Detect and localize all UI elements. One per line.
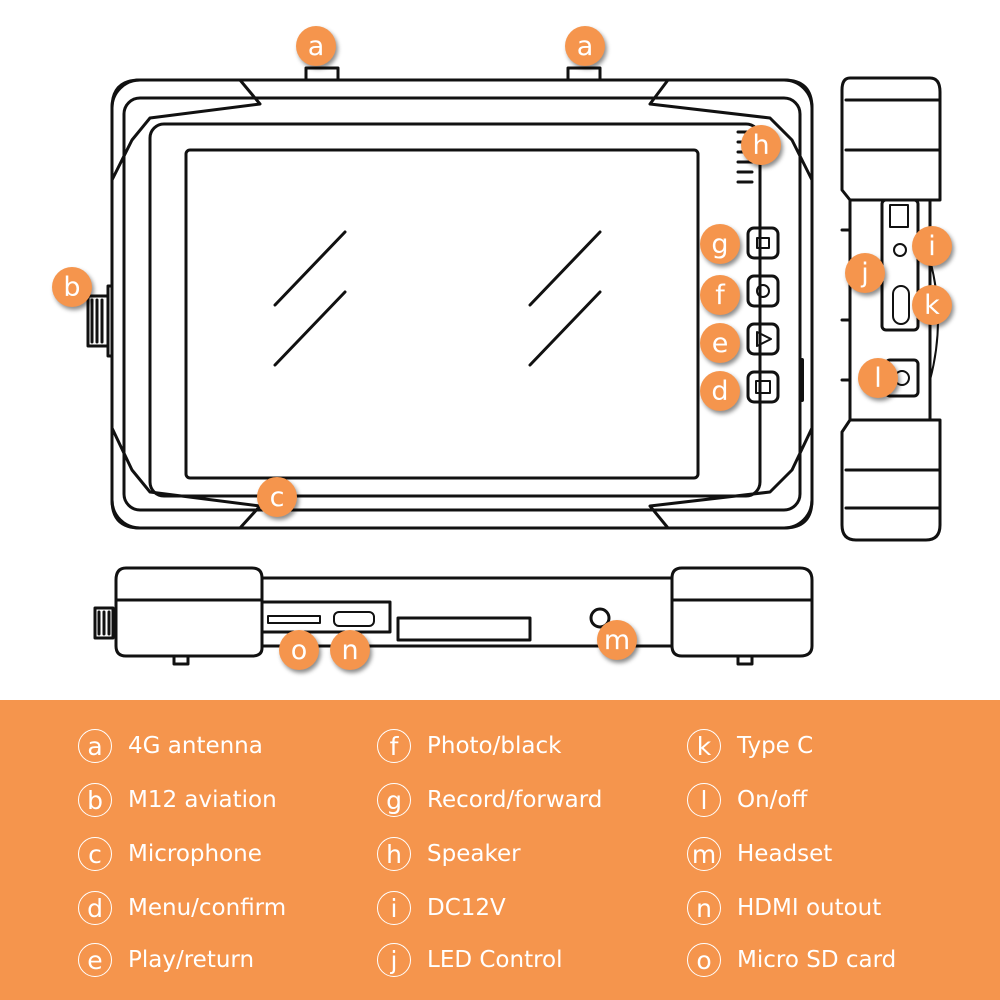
legend-letter: o xyxy=(687,943,721,977)
legend-item-o: o Micro SD card xyxy=(687,940,896,980)
legend-label: DC12V xyxy=(427,895,506,921)
callout-l: l xyxy=(858,358,898,398)
legend-letter: b xyxy=(78,783,112,817)
legend-label: On/off xyxy=(737,787,808,813)
callout-f: f xyxy=(700,275,740,315)
legend-item-c: c Microphone xyxy=(78,834,262,874)
legend-label: M12 aviation xyxy=(128,787,277,813)
legend-label: Menu/confirm xyxy=(128,895,287,921)
legend-label: Micro SD card xyxy=(737,947,897,973)
legend-label: Record/forward xyxy=(427,787,603,813)
legend-label: Speaker xyxy=(427,841,521,867)
legend-label: Play/return xyxy=(128,947,255,973)
callout-e: e xyxy=(700,323,740,363)
legend-item-n: n HDMI outout xyxy=(687,888,881,928)
legend-item-b: b M12 aviation xyxy=(78,780,277,820)
callout-k: k xyxy=(912,285,952,325)
legend-item-m: m Headset xyxy=(687,834,832,874)
callout-m: m xyxy=(597,620,637,660)
device-diagram: a a b c d e f g h i j k l m n o xyxy=(52,26,952,670)
legend-letter: k xyxy=(687,729,721,763)
legend-letter: d xyxy=(78,891,112,925)
callout-h: h xyxy=(741,125,781,165)
legend-item-h: h Speaker xyxy=(377,834,521,874)
legend-letter: j xyxy=(377,943,411,977)
legend-label: Microphone xyxy=(128,841,262,867)
legend-letter: f xyxy=(377,729,411,763)
callout-g: g xyxy=(700,224,740,264)
callout-a-left: a xyxy=(296,26,336,66)
legend-label: HDMI outout xyxy=(737,895,882,921)
callout-n: n xyxy=(330,630,370,670)
legend-item-j: j LED Control xyxy=(377,940,563,980)
legend-letter: e xyxy=(78,943,112,977)
legend-item-k: k Type C xyxy=(687,726,813,766)
legend-label: Headset xyxy=(737,841,833,867)
callout-c: c xyxy=(257,477,297,517)
legend-label: Photo/black xyxy=(427,733,562,759)
callout-o: o xyxy=(279,630,319,670)
legend-item-a: a 4G antenna xyxy=(78,726,263,766)
callout-d: d xyxy=(700,371,740,411)
legend-item-g: g Record/forward xyxy=(377,780,602,820)
tablet-side xyxy=(840,76,942,542)
legend-letter: l xyxy=(687,783,721,817)
legend-item-d: d Menu/confirm xyxy=(78,888,286,928)
legend-letter: i xyxy=(377,891,411,925)
callout-j: j xyxy=(845,253,885,293)
legend-item-l: l On/off xyxy=(687,780,807,820)
legend-letter: c xyxy=(78,837,112,871)
legend-label: LED Control xyxy=(427,947,563,973)
legend-letter: h xyxy=(377,837,411,871)
callout-i: i xyxy=(912,226,952,266)
legend-letter: a xyxy=(78,729,112,763)
legend-item-i: i DC12V xyxy=(377,888,506,928)
device-drawing xyxy=(86,66,942,666)
legend-label: 4G antenna xyxy=(128,733,263,759)
legend-label: Type C xyxy=(737,733,814,759)
callout-b: b xyxy=(52,267,92,307)
callout-a-right: a xyxy=(565,26,605,66)
legend-item-f: f Photo/black xyxy=(377,726,561,766)
legend-item-e: e Play/return xyxy=(78,940,254,980)
tablet-bottom xyxy=(93,566,814,666)
legend-letter: n xyxy=(687,891,721,925)
legend-letter: g xyxy=(377,783,411,817)
legend-letter: m xyxy=(687,837,721,871)
tablet-front xyxy=(110,78,814,530)
